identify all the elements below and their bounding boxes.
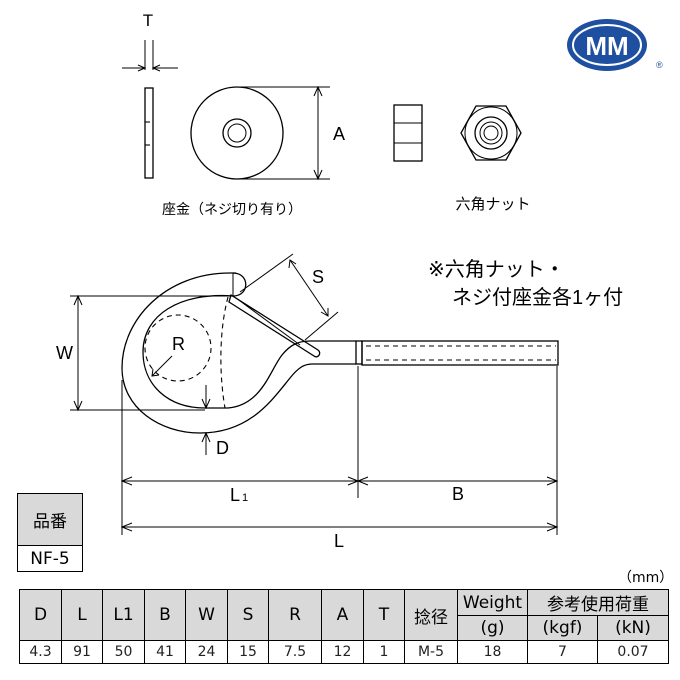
svg-text:1: 1 xyxy=(242,492,248,504)
brand-logo: MM ® xyxy=(567,19,663,71)
table-header-row: D L L1 B W S R A T 捻径 Weight 参考使用荷重 xyxy=(19,589,669,641)
svg-text:S: S xyxy=(312,267,324,287)
svg-text:D: D xyxy=(216,438,229,458)
svg-text:B: B xyxy=(452,484,464,504)
unit-label: （mm） xyxy=(618,570,674,586)
svg-text:T: T xyxy=(143,11,153,30)
washer-front-view: A 座金（ネジ切り有り） xyxy=(162,85,345,217)
spec-table: D L L1 B W S R A T 捻径 Weight 参考使用荷重 (g) … xyxy=(19,589,669,664)
svg-text:L: L xyxy=(230,485,240,505)
accessory-note: ※六角ナット・ ネジ付座金各1ヶ付 xyxy=(428,258,623,309)
part-number-header: 品番 xyxy=(18,494,82,546)
nut-caption: 六角ナット xyxy=(455,196,530,213)
svg-text:®: ® xyxy=(656,60,663,70)
header-kn: (kN) xyxy=(597,615,669,641)
svg-text:ネジ付座金各1ヶ付: ネジ付座金各1ヶ付 xyxy=(452,286,623,309)
header-weight-unit: (g) xyxy=(457,615,528,641)
header-d: D xyxy=(19,589,62,641)
header-l1: L1 xyxy=(102,589,145,641)
cell-s: 15 xyxy=(227,640,269,664)
table-subheader-row: (g) (kgf) (kN) xyxy=(20,615,669,641)
hex-nut-views: 六角ナット xyxy=(393,104,531,213)
washer-caption: 座金（ネジ切り有り） xyxy=(162,201,302,217)
svg-text:R: R xyxy=(172,334,185,354)
header-b: B xyxy=(144,589,186,641)
cell-r: 7.5 xyxy=(268,640,322,664)
cell-d: 4.3 xyxy=(19,640,62,664)
part-number-value: NF-5 xyxy=(30,548,70,569)
header-working-load: 参考使用荷重 xyxy=(527,589,669,616)
cell-w: 24 xyxy=(185,640,228,664)
washer-side-view: T xyxy=(122,11,178,179)
svg-text:MM: MM xyxy=(585,31,628,61)
header-thread: 捻径 xyxy=(404,589,458,641)
cell-kn: 0.07 xyxy=(597,640,669,664)
cell-a: 12 xyxy=(321,640,364,664)
cell-weight: 18 xyxy=(457,640,528,664)
part-number-box: 品番 NF-5 xyxy=(17,493,83,572)
header-kgf: (kgf) xyxy=(527,615,598,641)
cell-l: 91 xyxy=(61,640,103,664)
header-weight: Weight xyxy=(457,589,528,616)
header-a: A xyxy=(321,589,364,641)
svg-text:A: A xyxy=(333,124,345,144)
cell-thread: M-5 xyxy=(404,640,458,664)
cell-t: 1 xyxy=(363,640,405,664)
header-l: L xyxy=(61,589,103,641)
cell-l1: 50 xyxy=(102,640,145,664)
header-r: R xyxy=(268,589,322,641)
svg-text:※六角ナット・: ※六角ナット・ xyxy=(428,258,565,281)
svg-text:W: W xyxy=(56,343,73,363)
cell-kgf: 7 xyxy=(527,640,598,664)
table-row: 4.3 91 50 41 24 15 7.5 12 1 M-5 18 7 0.0… xyxy=(19,640,669,664)
header-s: S xyxy=(227,589,269,641)
header-t: T xyxy=(363,589,405,641)
snap-hook-drawing: R W S D L 1 B L xyxy=(56,253,559,551)
header-w: W xyxy=(185,589,228,641)
svg-text:L: L xyxy=(334,531,344,551)
cell-b: 41 xyxy=(144,640,186,664)
